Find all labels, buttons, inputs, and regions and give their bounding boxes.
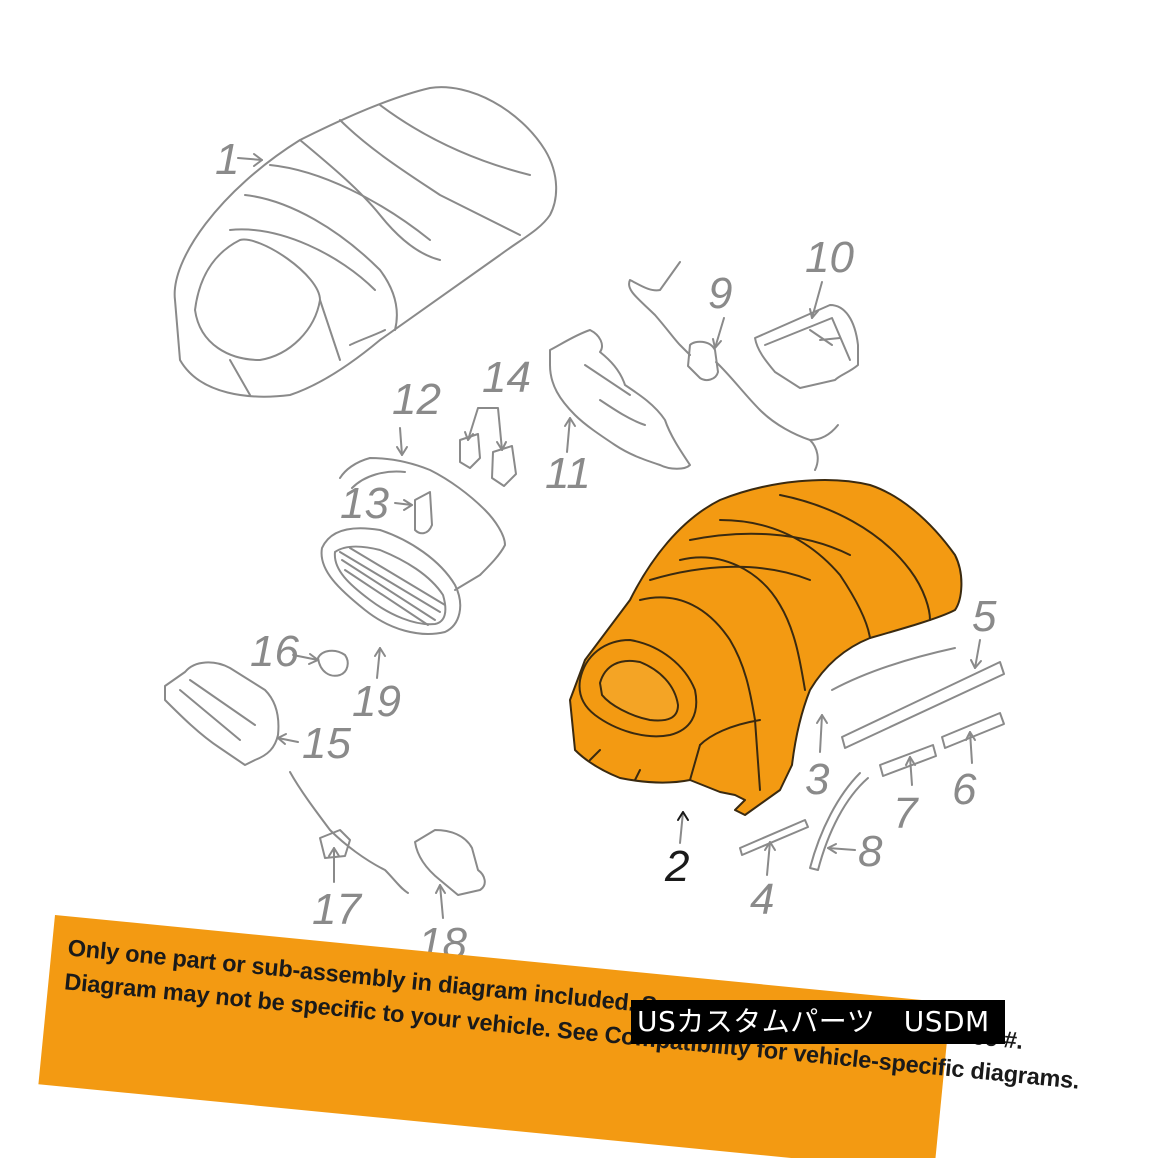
callout-16: 16	[250, 627, 299, 676]
callout-17: 17	[312, 885, 361, 934]
callout-5: 5	[972, 592, 997, 641]
part-17-cable	[289, 771, 409, 894]
callout-12: 12	[392, 375, 441, 424]
leader-arrows	[237, 153, 982, 919]
callout-13: 13	[340, 479, 389, 528]
trim-strips	[739, 647, 1005, 871]
callout-11: 11	[545, 449, 591, 498]
part-14-brackets	[459, 433, 517, 487]
callout-15: 15	[302, 719, 351, 768]
part-9-motor-cable	[628, 261, 839, 471]
callout-1: 1	[215, 135, 240, 184]
callout-8: 8	[858, 827, 883, 876]
callout-9: 9	[708, 269, 733, 318]
seller-watermark: USカスタムパーツ USDM	[631, 1000, 1005, 1044]
part-12-frame-bar	[339, 457, 506, 591]
part-11-harness	[549, 329, 691, 470]
callout-3: 3	[805, 755, 830, 804]
part-15-bracket-assembly	[164, 661, 280, 766]
callout-19: 19	[352, 677, 401, 726]
callout-4: 4	[750, 875, 775, 924]
part-18-bracket	[414, 829, 486, 896]
callout-6: 6	[952, 765, 977, 814]
part-10-bag	[754, 304, 859, 389]
part-16-cap	[317, 649, 349, 677]
callout-10: 10	[805, 233, 854, 282]
callout-7: 7	[893, 789, 918, 838]
part-13-clip	[414, 491, 433, 535]
part-19-rear-window	[320, 527, 462, 635]
part-2-convertible-top	[569, 479, 963, 816]
callout-14: 14	[482, 353, 531, 402]
callout-2: 2	[665, 842, 690, 891]
part-1-soft-top	[173, 86, 558, 398]
